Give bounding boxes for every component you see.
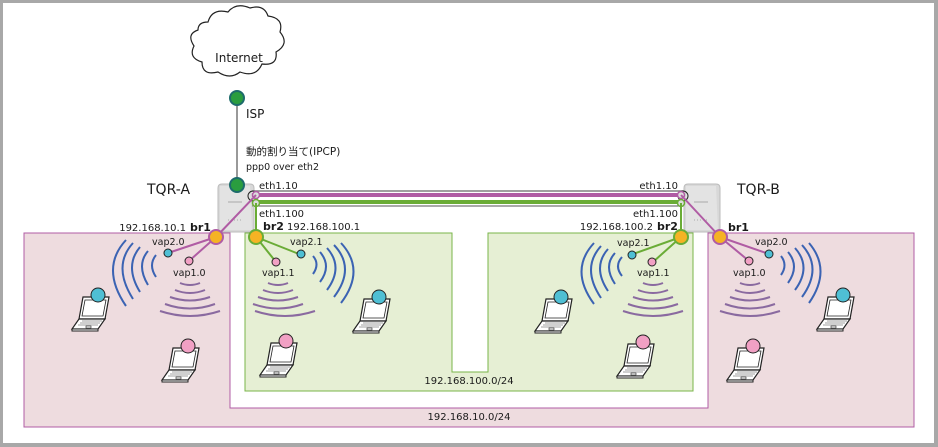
router-b-br1-node[interactable] <box>712 229 728 245</box>
wifi-waves-b-br2-blue <box>580 242 623 305</box>
router-b-port-eth1-10: eth1.10 <box>639 181 678 192</box>
router-b-br2-node[interactable] <box>673 229 689 245</box>
router-a-br1-name: br1 <box>190 221 211 234</box>
internet-label: Internet <box>215 51 263 65</box>
laptop-client-a-br2-pink[interactable] <box>259 333 298 378</box>
router-a-port-eth1-100: eth1.100 <box>259 209 304 220</box>
wan-assignment-label: 動的割り当て(IPCP) <box>246 145 340 158</box>
wifi-waves-b-br2-purple <box>622 282 684 317</box>
router-a-vap2-0-label: vap2.0 <box>152 237 185 248</box>
laptop-client-b-br2-pink[interactable] <box>616 334 655 379</box>
cloud-icon <box>190 5 285 77</box>
router-a-br1-node[interactable] <box>208 229 224 245</box>
isp-node <box>229 90 245 106</box>
router-b-vap1-1[interactable] <box>647 257 657 267</box>
router-a-name: TQR-A <box>146 182 190 198</box>
zone-192-168-10-0 <box>23 232 915 428</box>
wifi-waves-b-br1-purple <box>719 282 781 317</box>
router-a-vap1-1[interactable] <box>271 257 281 267</box>
router-a-br2-name: br2 <box>263 220 284 233</box>
router-a-vap1-1-label: vap1.1 <box>262 268 295 279</box>
router-b-vap2-0-label: vap2.0 <box>755 237 788 248</box>
router-b-vap2-1-label: vap2.1 <box>617 238 650 249</box>
wan-interface-label: ppp0 over eth2 <box>246 162 319 173</box>
router-a-vap2-0[interactable] <box>163 248 173 258</box>
router-a-vap1-0[interactable] <box>184 256 194 266</box>
subnet-label-100: 192.168.100.0/24 <box>424 376 513 387</box>
laptop-client-a-br2-blue[interactable] <box>352 289 391 334</box>
router-b-vap1-0[interactable] <box>744 256 754 266</box>
laptop-client-b-br1-blue[interactable] <box>816 287 855 332</box>
wifi-waves-a-br2-blue <box>312 242 355 304</box>
router-a-br2-node[interactable] <box>248 229 264 245</box>
router-b-port-eth1-100: eth1.100 <box>633 209 678 220</box>
wifi-waves-a-br2-purple <box>252 282 316 317</box>
laptop-client-b-br1-pink[interactable] <box>726 338 765 383</box>
router-b-vap2-0[interactable] <box>764 249 774 259</box>
laptop-client-a-br1-blue[interactable] <box>71 287 110 332</box>
wifi-waves-a-br1-purple <box>159 282 221 317</box>
router-b-device[interactable] <box>683 183 721 233</box>
wan-router-node <box>229 177 245 193</box>
router-a-br2-ip: 192.168.100.1 <box>287 222 360 233</box>
router-b-br1-name: br1 <box>728 221 749 234</box>
router-b-vap1-1-label: vap1.1 <box>637 268 670 279</box>
trunk-link <box>252 190 684 207</box>
router-b-br2-name: br2 <box>657 220 678 233</box>
router-b-vap2-1[interactable] <box>627 250 637 260</box>
subnet-label-10: 192.168.10.0/24 <box>428 412 511 423</box>
isp-label: ISP <box>246 107 264 121</box>
laptop-client-a-br1-pink[interactable] <box>161 338 200 383</box>
router-a-port-eth1-10: eth1.10 <box>259 181 298 192</box>
router-b-name: TQR-B <box>736 182 780 198</box>
router-a-vap1-0-label: vap1.0 <box>173 268 206 279</box>
router-a-vap2-1-label: vap2.1 <box>290 237 323 248</box>
laptop-client-b-br2-blue[interactable] <box>534 289 573 334</box>
router-b-br2-ip: 192.168.100.2 <box>580 222 653 233</box>
router-a-br1-ip: 192.168.10.1 <box>119 223 186 234</box>
router-b-vap1-0-label: vap1.0 <box>733 268 766 279</box>
router-a-vap2-1[interactable] <box>296 249 306 259</box>
wifi-waves-b-br1-blue <box>780 242 822 304</box>
wifi-waves-a-br1-blue <box>112 239 157 307</box>
